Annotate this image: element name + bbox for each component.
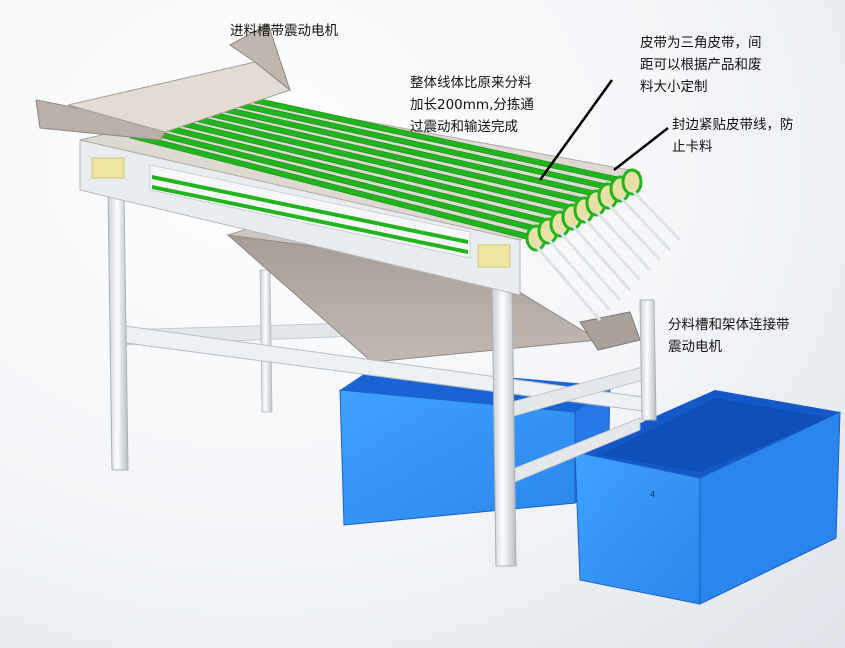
discharge-finger <box>546 238 612 311</box>
pointer-arrows <box>538 79 669 181</box>
discharge-finger <box>570 224 632 291</box>
discharge-fingers <box>525 168 682 321</box>
collection-bin-right: 4 <box>574 390 841 605</box>
bin-mark: 4 <box>650 490 655 499</box>
label-edge-seal: 封边紧贴皮带线，防 止卡料 <box>672 117 794 155</box>
label-feed-motor: 进料槽带震动电机 <box>230 23 338 39</box>
pointer-line-edge <box>613 127 669 171</box>
discharge-finger <box>618 195 672 252</box>
discharge-finger <box>582 216 642 282</box>
discharge-finger <box>594 209 652 272</box>
discharge-finger <box>630 188 682 242</box>
discharge-finger <box>606 202 662 262</box>
label-frame-motor: 分料槽和架体连接带 震动电机 <box>668 317 790 355</box>
discharge-finger <box>534 245 602 321</box>
label-line-length: 整体线体比原来分料 加长200mm,分拣通 过震动和输送完成 <box>410 75 534 135</box>
support-frame <box>107 194 657 567</box>
discharge-finger <box>558 231 622 301</box>
label-belt-type: 皮带为三角皮带，间 距可以根据产品和废 料大小定制 <box>640 35 762 95</box>
belt-roller <box>621 168 643 196</box>
feed-hopper <box>35 23 292 141</box>
triangle-belts <box>129 97 633 241</box>
pointer-line-belt <box>538 79 614 181</box>
